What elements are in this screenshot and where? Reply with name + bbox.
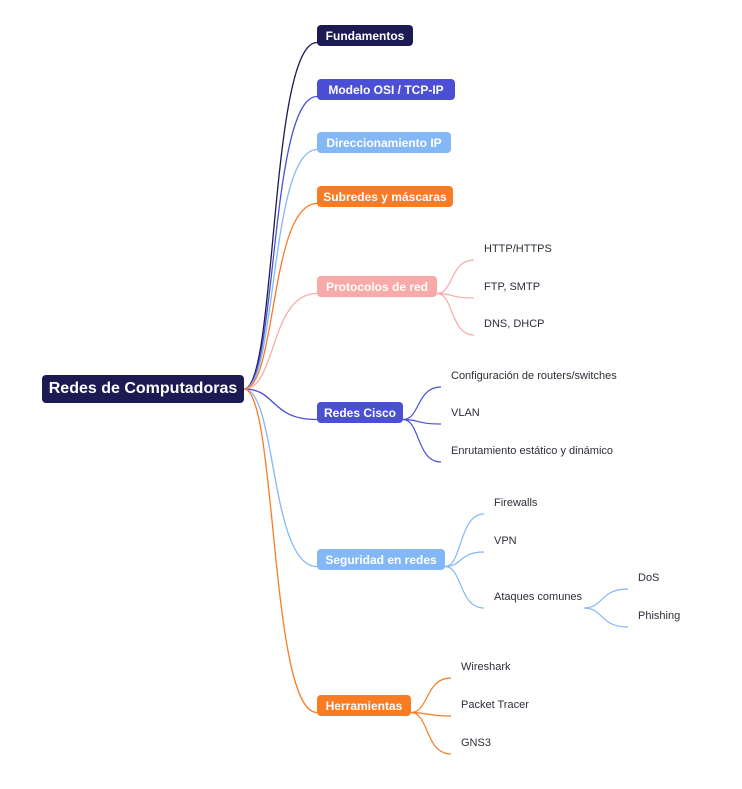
branch-subredes[interactable]: Subredes y máscaras [317,186,453,207]
connector-root-cisco [243,388,318,421]
connector-root-herramientas [243,388,318,714]
branch-modelo-osi[interactable]: Modelo OSI / TCP-IP [317,79,455,100]
leaf-http-https[interactable]: HTTP/HTTPS [484,243,552,255]
connector-herramientas-leaf-2 [410,711,452,755]
leaf-dos[interactable]: DoS [638,572,660,584]
connector-ataques-leaf-1 [583,607,629,628]
leaf-packet-tracer[interactable]: Packet Tracer [461,699,529,711]
leaf-gns3[interactable]: GNS3 [461,737,491,749]
connector-seguridad-leaf-0 [444,513,485,568]
connector-herramientas-leaf-0 [410,677,452,714]
branch-direccionamiento-ip[interactable]: Direccionamiento IP [317,132,451,153]
branch-protocolos-de-red[interactable]: Protocolos de red [317,276,437,297]
root-node[interactable]: Redes de Computadoras [42,375,244,403]
branch-fundamentos[interactable]: Fundamentos [317,25,413,46]
branch-herramientas[interactable]: Herramientas [317,695,411,716]
connector-root-subredes [243,202,318,390]
connector-cisco-leaf-0 [402,386,442,421]
connector-seguridad-leaf-1 [444,551,485,568]
leaf-dns-dhcp[interactable]: DNS, DHCP [484,318,545,330]
leaf-enrutamiento[interactable]: Enrutamiento estático y dinámico [451,445,614,457]
leaf-ftp-smtp[interactable]: FTP, SMTP [484,281,541,293]
leaf-phishing[interactable]: Phishing [638,610,681,622]
leaf-ataques-comunes[interactable]: Ataques comunes [494,591,583,603]
connector-root-direccionamiento [243,148,318,390]
connector-protocolos-leaf-2 [436,292,475,336]
connector-root-fundamentos [243,41,318,390]
connector-protocolos-leaf-0 [436,259,475,295]
leaf-vpn[interactable]: VPN [494,535,517,547]
branch-seguridad-en-redes[interactable]: Seguridad en redes [317,549,445,570]
connector-ataques-leaf-0 [583,588,629,609]
connector-root-modelo-osi [243,95,318,390]
leaf-firewalls[interactable]: Firewalls [494,497,538,509]
leaf-configuracion-routers[interactable]: Configuración de routers/switches [451,370,617,382]
connector-cisco-leaf-2 [402,418,442,463]
connector-herramientas-leaf-1 [410,711,452,717]
connector-seguridad-leaf-2 [444,565,485,609]
connector-root-seguridad [243,388,318,568]
branch-redes-cisco[interactable]: Redes Cisco [317,402,403,423]
connector-root-protocolos [243,292,318,390]
leaf-vlan[interactable]: VLAN [451,407,480,419]
leaf-wireshark[interactable]: Wireshark [461,661,511,673]
